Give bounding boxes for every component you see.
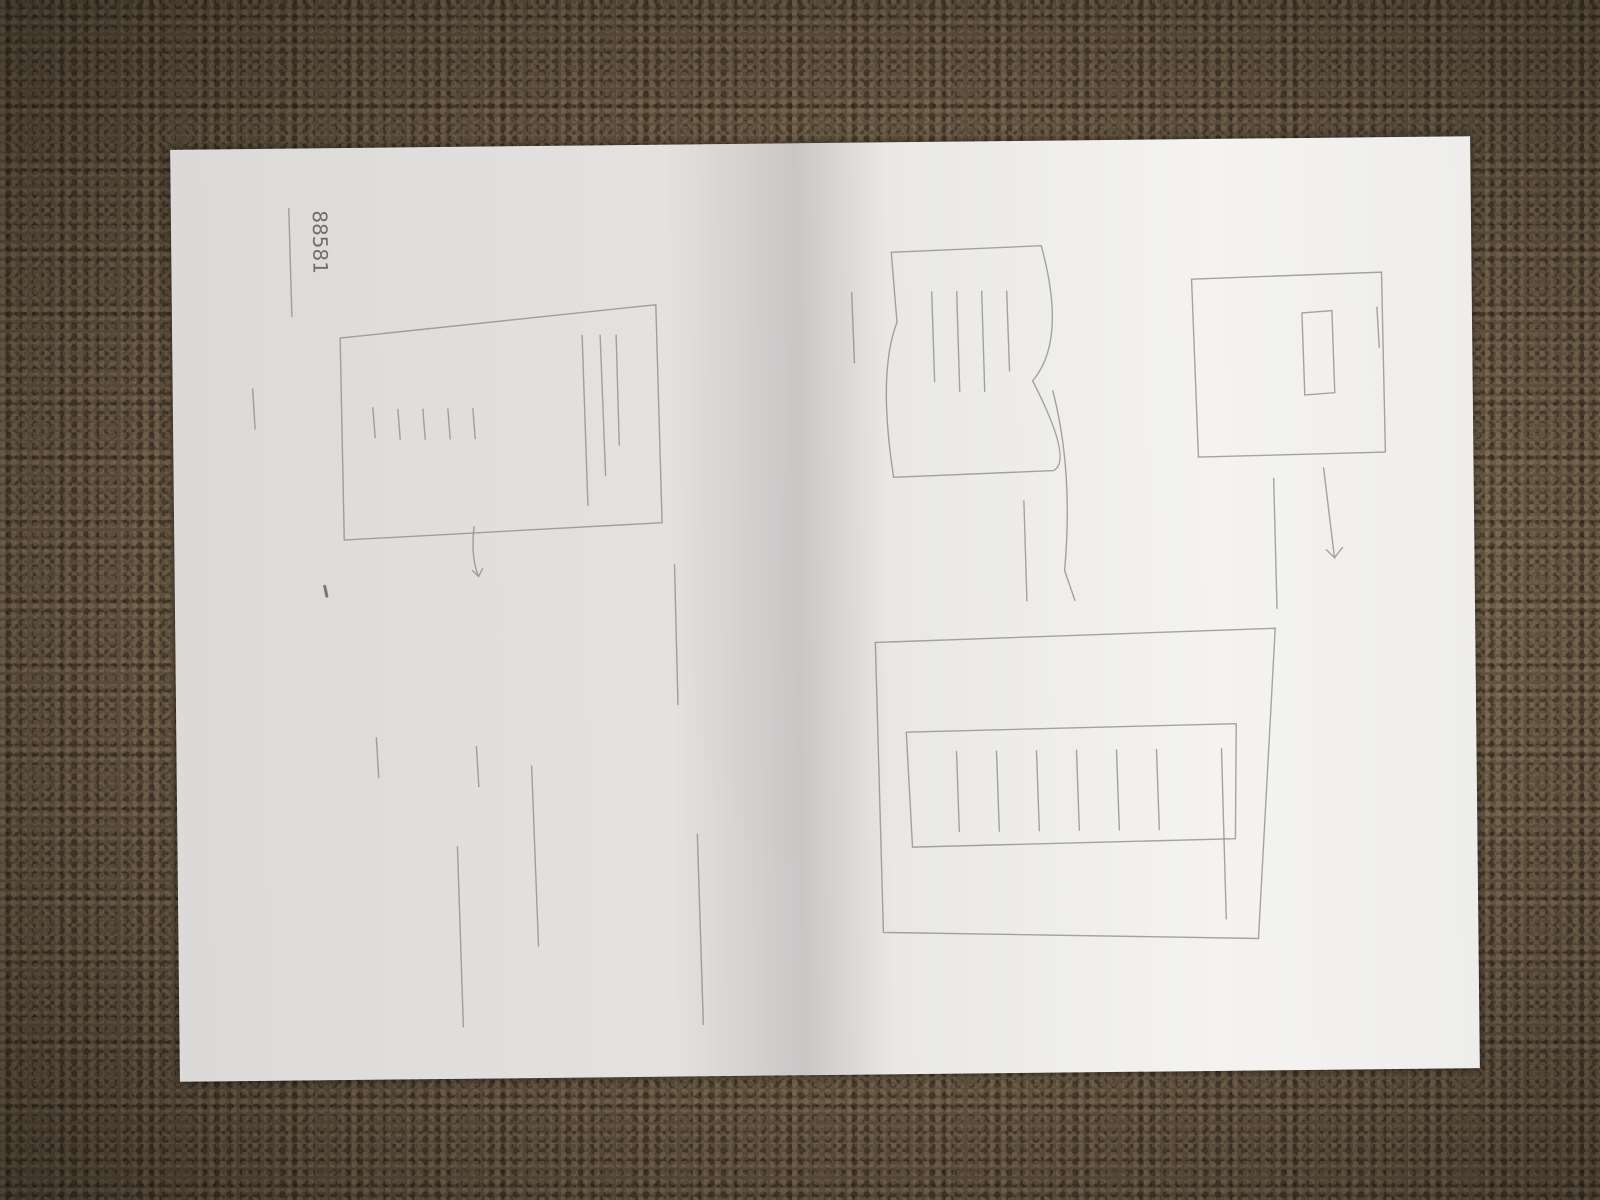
sketch-note-line [850, 292, 856, 364]
pencil-sketch: 88581 [251, 207, 1387, 1028]
page-number-label: 88581 [308, 210, 333, 274]
sketch-arrow [471, 525, 484, 578]
sketch-panel-large [874, 627, 1276, 940]
sketch-note-line [1220, 748, 1227, 920]
panel-left-line [422, 408, 426, 440]
sketch-note-line [1272, 477, 1278, 609]
list-line [995, 750, 1001, 832]
sketch-connector [1052, 389, 1076, 602]
panel-left-line [615, 334, 620, 446]
sketch-note-line [1376, 306, 1380, 348]
wavy-box-line [955, 290, 961, 393]
list-line [955, 750, 961, 833]
sketch-note-line [696, 833, 705, 1025]
panel-left-line [599, 334, 607, 476]
list-line [1115, 749, 1121, 831]
sketch-panel-top-right [1190, 271, 1387, 458]
sketch-wavy-box [885, 244, 1061, 478]
page-number-underline [288, 207, 293, 318]
panel-left-line [372, 407, 376, 439]
panel-left-line [581, 334, 589, 507]
list-line [1035, 750, 1041, 832]
list-line [1075, 749, 1081, 832]
sketch-note-line [475, 745, 480, 788]
panel-left-line [472, 407, 476, 440]
sketch-arrow [1322, 467, 1344, 560]
sketch-note-line [375, 737, 380, 779]
sketch-note-line [251, 388, 256, 430]
panel-left-line [447, 408, 451, 440]
sketch-note-line [456, 846, 465, 1028]
pencil-dot [323, 584, 329, 598]
sketch-note-line [673, 563, 679, 706]
sketch-note-line [1023, 500, 1028, 602]
inner-list-box [905, 722, 1237, 848]
paper-sheet: 88581 [170, 136, 1480, 1082]
sketch-panel-left [339, 303, 663, 541]
sketch-note-line [530, 765, 540, 947]
wavy-box-line [980, 290, 986, 393]
list-line [1155, 748, 1161, 831]
panel-left-line [397, 408, 401, 441]
inner-button-box [1301, 309, 1336, 396]
wavy-box-line [1005, 290, 1011, 372]
wavy-box-line [930, 291, 936, 383]
